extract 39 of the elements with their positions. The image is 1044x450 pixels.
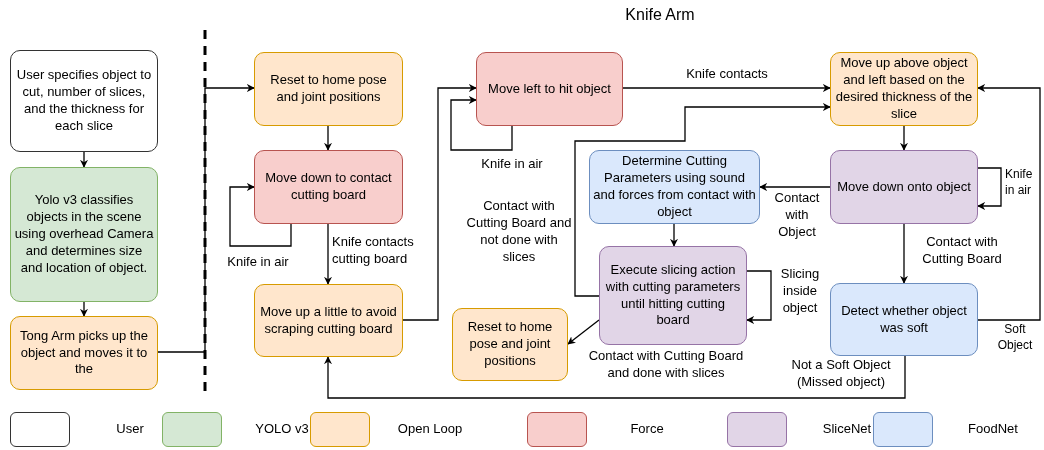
legend-label: Open Loop	[396, 421, 464, 436]
process-box: Move down onto object	[830, 150, 978, 224]
process-box: Tong Arm picks up the object and moves it to the	[10, 316, 158, 390]
process-box: Reset to home pose and joint positions	[254, 52, 403, 126]
arrow	[80, 301, 88, 317]
arrow	[746, 270, 772, 324]
arrow	[574, 103, 831, 297]
legend-label: FoodNet	[967, 421, 1019, 436]
arrow	[759, 183, 831, 191]
arrow	[670, 223, 678, 247]
process-box: Yolo v3 classifies objects in the scene using overhead Camera and determines size and location of object.	[10, 167, 158, 302]
process-box: Move up a little to avoid scraping cutting board	[254, 284, 403, 357]
arrow	[157, 84, 255, 353]
arrow	[567, 319, 600, 345]
arrow	[450, 96, 513, 151]
process-box: Move up above object and left based on the desired thickness of the slice	[830, 52, 978, 126]
diagram-title: Knife Arm	[624, 6, 696, 24]
arrow	[324, 223, 332, 285]
arrow	[80, 151, 88, 168]
arrow	[977, 84, 1041, 321]
process-box: Execute slicing action with cutting parameters until hitting cutting board	[599, 246, 747, 345]
legend-label: YOLO v3	[254, 421, 310, 436]
legend-label: SliceNet	[821, 421, 873, 436]
process-box: Reset to home pose and joint positions	[452, 308, 568, 381]
arrow	[977, 167, 1002, 210]
arrow	[402, 84, 477, 321]
process-box: Move left to hit object	[476, 52, 623, 126]
process-box: Detect whether object was soft	[830, 283, 978, 356]
arrow	[229, 183, 292, 247]
process-box: User specifies object to cut, number of slices, and the thickness for each slice	[10, 50, 158, 152]
legend-label: User	[115, 421, 145, 436]
arrow	[324, 355, 906, 399]
arrow	[900, 223, 908, 284]
process-box: Move down to contact cutting board	[254, 150, 403, 224]
arrow	[900, 125, 908, 151]
process-box: Determine Cutting Parameters using sound and forces from contact with object	[589, 150, 760, 224]
arrow	[622, 84, 831, 92]
arrow	[324, 125, 332, 151]
legend-label: Force	[629, 421, 665, 436]
